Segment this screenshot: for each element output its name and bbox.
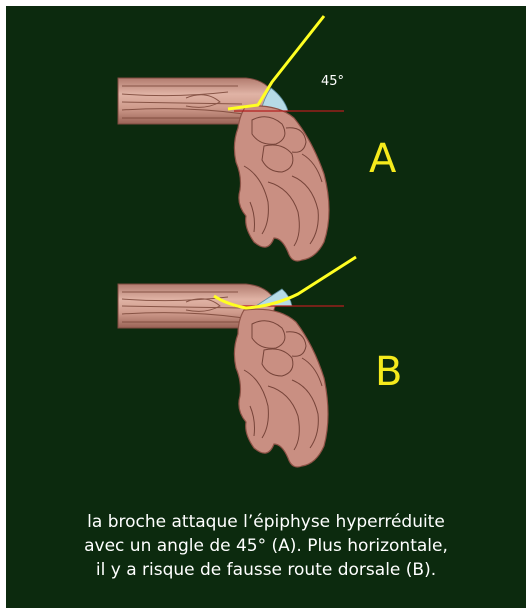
caption-line-3: il y a risque de fausse route dorsale (B… bbox=[6, 558, 526, 582]
caption-line-2: avec un angle de 45° (A). Plus horizonta… bbox=[6, 534, 526, 558]
caption-line-1: la broche attaque l’épiphyse hyperréduit… bbox=[6, 510, 526, 534]
panel-a-label: A bbox=[369, 139, 396, 179]
angle-label: 45° bbox=[321, 74, 344, 89]
wrist-section-a bbox=[118, 16, 344, 261]
carpus-hand-a bbox=[234, 106, 329, 261]
panel-b-label: B bbox=[375, 352, 402, 392]
caption: la broche attaque l’épiphyse hyperréduit… bbox=[6, 510, 526, 582]
carpus-hand-b bbox=[234, 309, 328, 467]
wrist-section-b bbox=[118, 257, 356, 467]
figure-panel: 45° A B la broche attaque l’épiphyse hyp… bbox=[6, 6, 526, 608]
